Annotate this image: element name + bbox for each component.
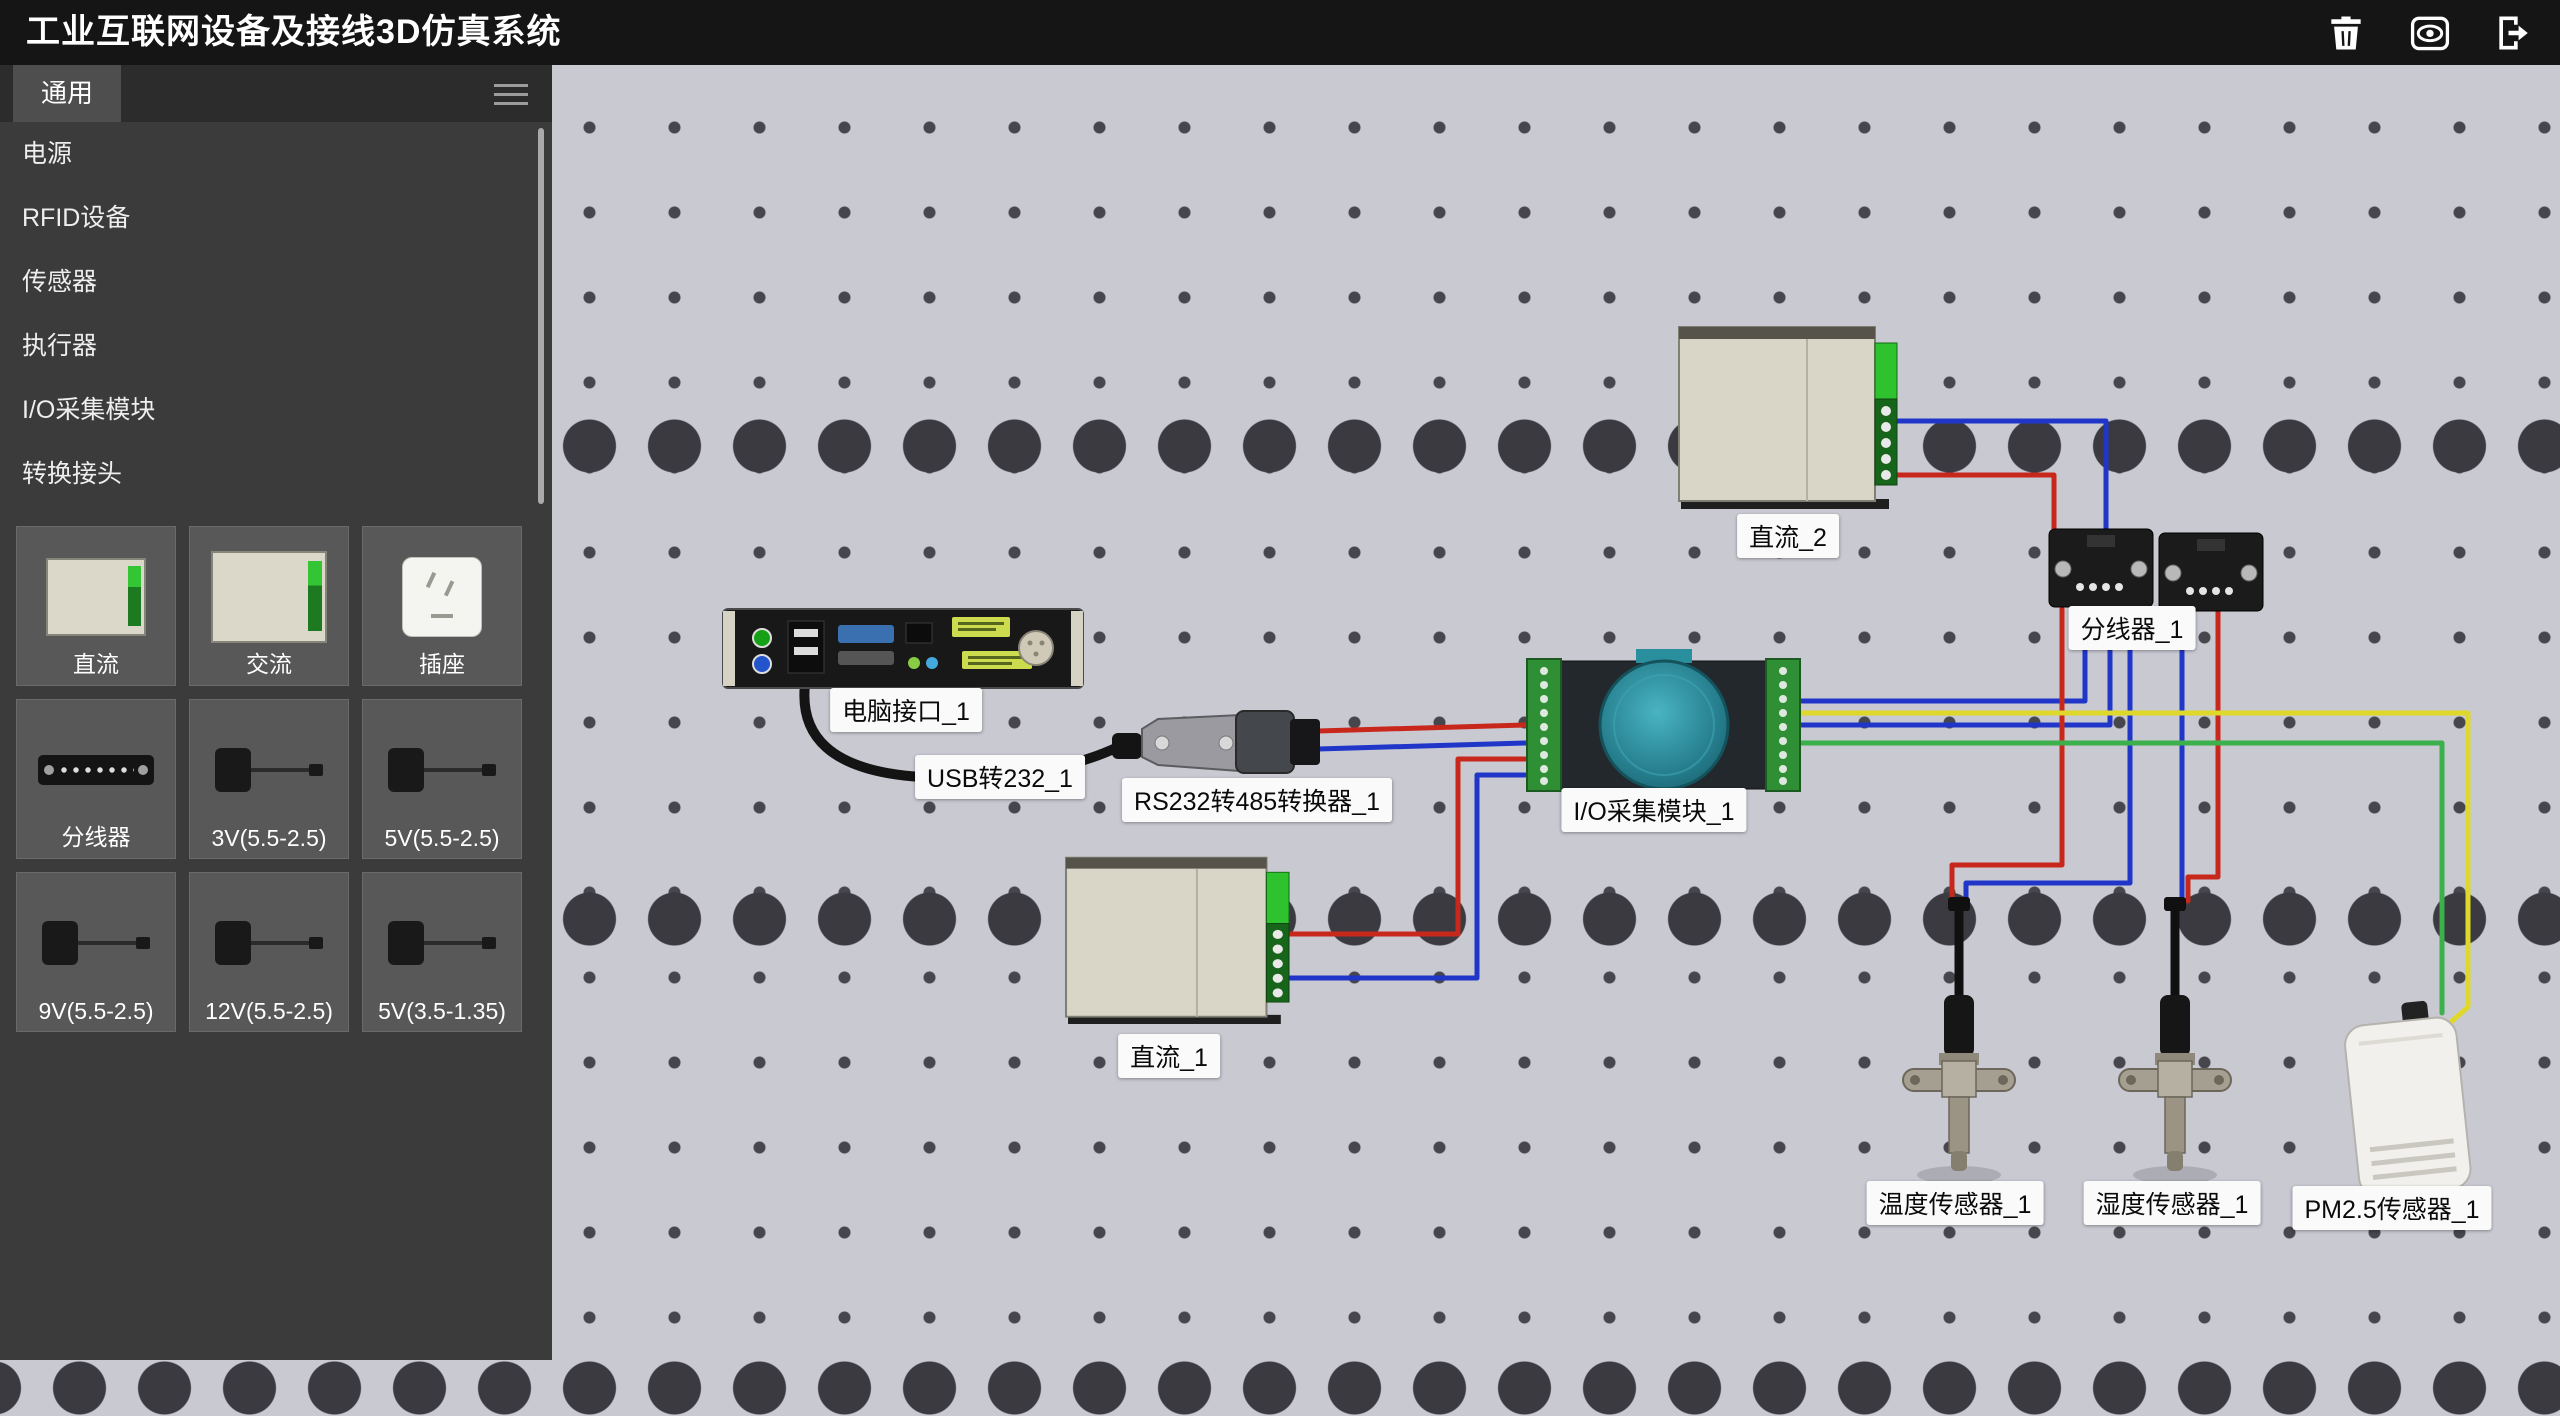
wire-dc1-io-red[interactable]	[1287, 756, 1528, 937]
splitter-thumbnail	[38, 754, 154, 785]
category-io-module[interactable]: I/O采集模块	[22, 396, 156, 424]
tile-label: 3V(5.5-2.5)	[211, 825, 327, 851]
scrollbar[interactable]	[538, 128, 544, 504]
tile-label: 5V(3.5-1.35)	[378, 998, 506, 1024]
tile-label: 5V(5.5-2.5)	[384, 825, 500, 851]
wire-splitter-temp-blue[interactable]	[1963, 606, 2133, 904]
ac-power-thumbnail	[211, 550, 327, 643]
component-grid: 直流 交流 插座 分线器 3V(5.5-2.5) 5V(5.5-2.5) 9V(…	[16, 526, 522, 1032]
device-temperature-sensor-1[interactable]	[1903, 897, 2015, 1184]
wire-splitter-temp-red[interactable]	[1949, 606, 2065, 904]
tile-adapter-5v-small[interactable]: 5V(3.5-1.35)	[362, 872, 522, 1032]
adapter-thumbnail	[382, 744, 502, 796]
category-converter[interactable]: 转换接头	[22, 460, 123, 488]
scene-svg	[722, 326, 2472, 1209]
wire-io-pm25-green[interactable]	[1799, 740, 2445, 1016]
tile-adapter-9v[interactable]: 9V(5.5-2.5)	[16, 872, 176, 1032]
wire-splitter-io-blue-1[interactable]	[1799, 606, 2088, 704]
dc-power-thumbnail	[46, 557, 146, 636]
hamburger-menu-icon[interactable]	[494, 84, 528, 111]
device-dc-power-2[interactable]	[1678, 326, 1898, 510]
device-io-module-1[interactable]	[1526, 649, 1801, 792]
device-label-dc1: 直流_1	[1118, 1034, 1220, 1078]
tile-adapter-3v[interactable]: 3V(5.5-2.5)	[189, 699, 349, 859]
socket-thumbnail	[402, 556, 482, 637]
tile-ac-power[interactable]: 交流	[189, 526, 349, 686]
exit-icon[interactable]	[2490, 9, 2538, 57]
device-label-io1: I/O采集模块_1	[1561, 788, 1747, 832]
wire-converter-io-blue[interactable]	[1315, 740, 1528, 752]
wire-io-pm25-yellow[interactable]	[1799, 710, 2471, 1024]
device-pc-interface-1[interactable]	[722, 608, 1084, 689]
top-bar: 工业互联网设备及接线3D仿真系统	[0, 0, 2560, 65]
category-list: 电源 RFID设备 传感器 执行器 I/O采集模块 转换接头	[0, 122, 552, 506]
tab-general[interactable]: 通用	[13, 65, 122, 122]
device-label-temp1: 温度传感器_1	[1866, 1181, 2044, 1225]
tile-adapter-5v[interactable]: 5V(5.5-2.5)	[362, 699, 522, 859]
sidebar-header: 通用	[0, 65, 552, 122]
wire-converter-io-red[interactable]	[1315, 722, 1528, 734]
delete-icon[interactable]	[2322, 9, 2370, 57]
category-actuator[interactable]: 执行器	[22, 332, 98, 360]
adapter-thumbnail	[209, 917, 329, 969]
tile-dc-power[interactable]: 直流	[16, 526, 176, 686]
device-humidity-sensor-1[interactable]	[2119, 897, 2231, 1184]
tile-label: 直流	[73, 651, 119, 677]
app-title: 工业互联网设备及接线3D仿真系统	[26, 13, 562, 51]
wire-dc1-io-blue[interactable]	[1287, 772, 1528, 981]
wire-dc2-splitter-blue[interactable]	[1891, 418, 2109, 534]
device-label-pc1: 电脑接口_1	[830, 688, 982, 732]
category-sensor[interactable]: 传感器	[22, 268, 98, 296]
view-icon[interactable]	[2406, 9, 2454, 57]
sidebar: 通用 电源 RFID设备 传感器 执行器 I/O采集模块 转换接头 直流 交流 …	[0, 65, 552, 1360]
device-dc-power-1[interactable]	[1064, 856, 1291, 1026]
device-label-hum1: 湿度传感器_1	[2083, 1181, 2261, 1225]
device-label-splitter1: 分线器_1	[2068, 606, 2196, 650]
device-rs232-485-converter-1[interactable]	[1112, 710, 1320, 774]
category-power[interactable]: 电源	[22, 140, 73, 168]
category-rfid[interactable]: RFID设备	[22, 204, 131, 232]
tile-label: 9V(5.5-2.5)	[38, 998, 154, 1024]
tile-splitter[interactable]: 分线器	[16, 699, 176, 859]
wire-splitter-humidity-red[interactable]	[2185, 608, 2221, 904]
device-label-pm25: PM2.5传感器_1	[2292, 1186, 2492, 1230]
adapter-thumbnail	[209, 744, 329, 796]
tile-label: 分线器	[61, 824, 131, 850]
tile-label: 交流	[246, 651, 292, 677]
adapter-thumbnail	[36, 917, 156, 969]
device-label-dc2: 直流_2	[1737, 514, 1839, 558]
topbar-icon-group	[2322, 9, 2538, 57]
tile-label: 12V(5.5-2.5)	[205, 998, 333, 1024]
device-label-usb232: USB转232_1	[915, 755, 1085, 799]
tile-label: 插座	[419, 651, 465, 677]
device-label-rs232-485: RS232转485转换器_1	[1122, 778, 1392, 822]
wire-dc2-splitter-red[interactable]	[1891, 472, 2057, 534]
tile-adapter-12v[interactable]: 12V(5.5-2.5)	[189, 872, 349, 1032]
adapter-thumbnail	[382, 917, 502, 969]
tile-socket[interactable]: 插座	[362, 526, 522, 686]
device-pm25-sensor-1[interactable]	[2341, 998, 2472, 1209]
device-splitter-1[interactable]	[2048, 528, 2264, 612]
